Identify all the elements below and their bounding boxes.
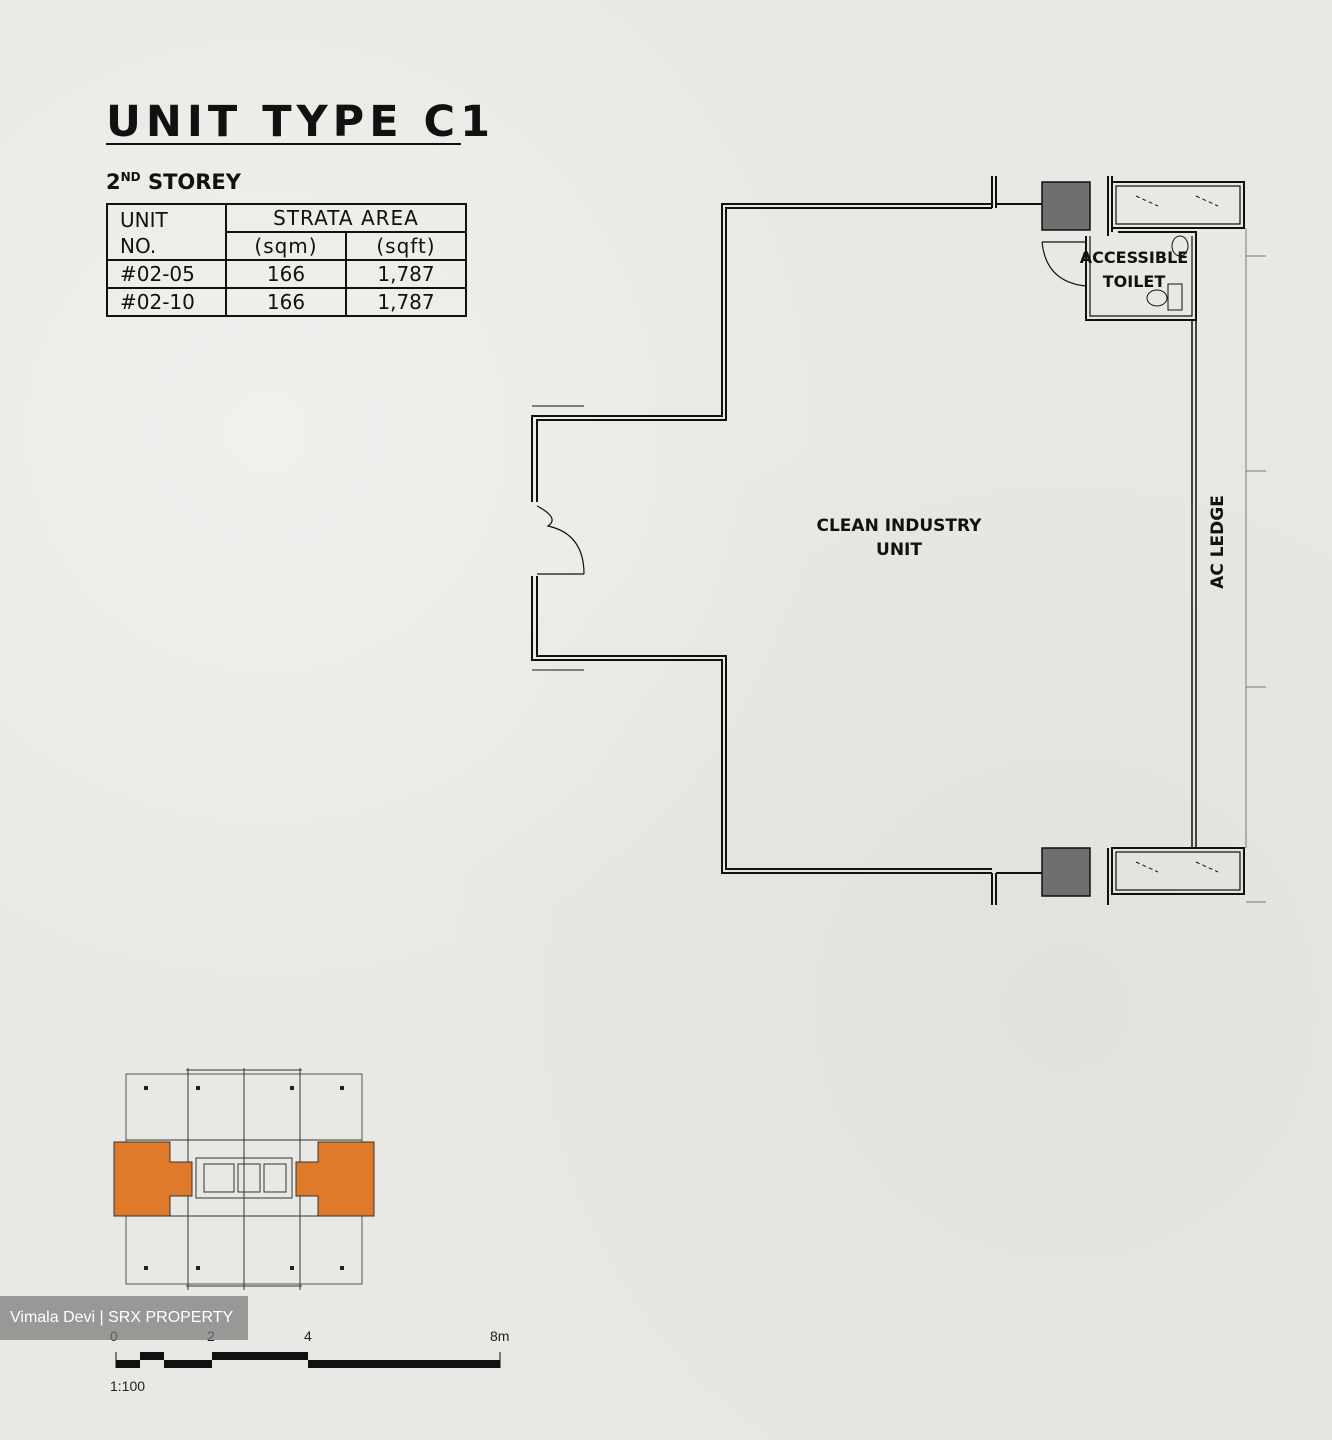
- key-plan-highlight-unit-right: [295, 1141, 375, 1217]
- room-label-toilet: ACCESSIBLE TOILET: [1078, 246, 1190, 294]
- header-strata-area: STRATA AREA: [225, 203, 467, 233]
- column-top: [1041, 181, 1091, 231]
- plan-outer-wall-lower-inner: [536, 576, 992, 870]
- plan-outer-wall-inner: [536, 207, 992, 502]
- storey-suffix: ND: [120, 170, 141, 184]
- ac-ledge-box-top: [1111, 181, 1245, 229]
- header-no: NO.: [120, 234, 157, 258]
- cell-unit: #02-10: [106, 287, 227, 317]
- cell-sqm: 166: [225, 287, 347, 317]
- watermark: Vimala Devi | SRX PROPERTY: [0, 1296, 248, 1340]
- header-sqm: (sqm): [225, 231, 347, 261]
- storey-number: 2: [106, 170, 121, 194]
- plan-outer-wall: [531, 203, 992, 502]
- storey-word: STOREY: [140, 170, 241, 194]
- room-label-clean-industry: CLEAN INDUSTRY UNIT: [810, 514, 988, 562]
- scale-tick-4: 4: [304, 1328, 312, 1344]
- header-sqft: (sqft): [345, 231, 467, 261]
- cell-sqft: 1,787: [345, 259, 467, 289]
- header-unit: UNIT: [120, 208, 168, 232]
- entrance-door-swing: [536, 505, 585, 575]
- column-bottom: [1041, 847, 1091, 897]
- strata-area-table: UNIT NO. STRATA AREA (sqm) (sqft) #02-05…: [106, 203, 467, 317]
- toilet-label-line1: ACCESSIBLE: [1079, 248, 1189, 267]
- key-plan-highlight-unit-left: [113, 1141, 193, 1217]
- cell-unit: #02-05: [106, 259, 227, 289]
- storey-label: 2ND STOREY: [106, 170, 241, 194]
- cell-sqm: 166: [225, 259, 347, 289]
- table-row: #02-10 166 1,787: [106, 287, 467, 317]
- table-row: #02-05 166 1,787: [106, 259, 467, 289]
- title-underline: [106, 143, 461, 145]
- page-title: UNIT TYPE C1: [106, 97, 496, 147]
- scale-ratio: 1:100: [110, 1378, 146, 1394]
- cell-sqft: 1,787: [345, 287, 467, 317]
- room-label-line1: CLEAN INDUSTRY: [816, 516, 982, 536]
- toilet-label-line2: TOILET: [1102, 272, 1166, 291]
- header-unit-no: UNIT NO.: [106, 203, 227, 261]
- scale-tick-8: 8m: [490, 1328, 510, 1344]
- plan-outer-wall-lower: [531, 576, 992, 874]
- room-label-line2: UNIT: [876, 540, 922, 560]
- ac-ledge-box-bottom: [1111, 847, 1245, 895]
